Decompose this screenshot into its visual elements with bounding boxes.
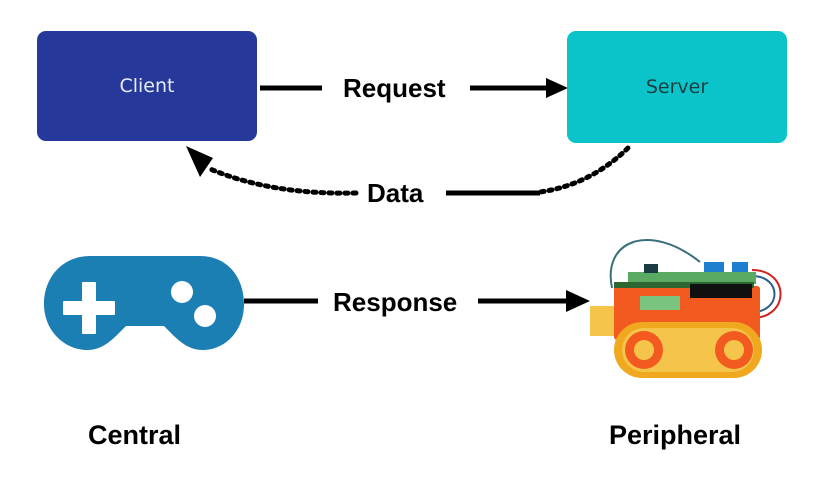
request-label: Request: [343, 73, 446, 103]
response-arrow: [244, 290, 590, 312]
server-label: Server: [645, 76, 709, 98]
response-label: Response: [333, 287, 458, 317]
central-label: Central: [88, 420, 182, 450]
client-label: Client: [119, 75, 175, 97]
peripheral-label: Peripheral: [609, 420, 742, 450]
server-box: Server: [567, 31, 787, 143]
robot-car-icon: [590, 238, 782, 378]
data-arrow: [186, 145, 631, 196]
request-arrow: [260, 78, 568, 98]
data-label: Data: [367, 178, 424, 208]
gamepad-icon: [44, 256, 244, 350]
client-box: Client: [37, 31, 257, 141]
